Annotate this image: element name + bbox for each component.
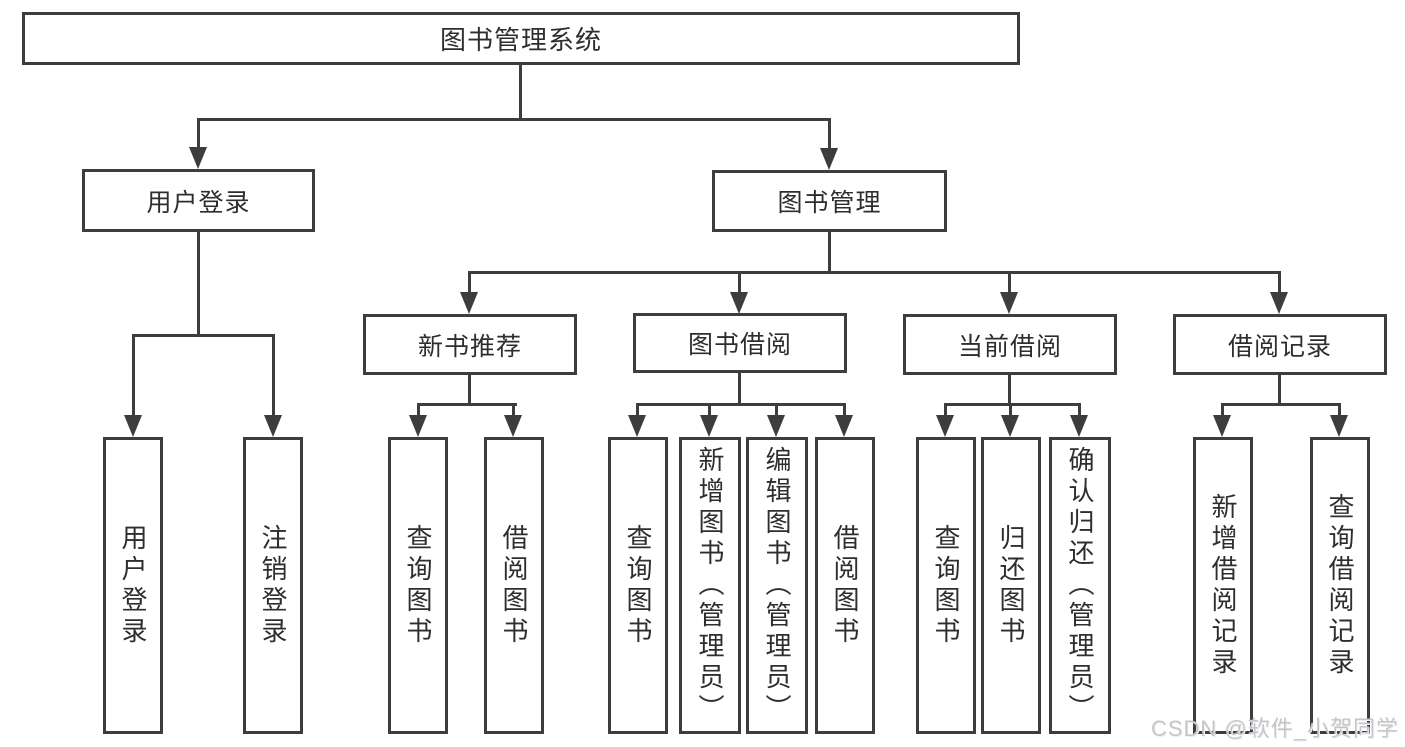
connector-vline — [1278, 375, 1281, 405]
leaf-add-books-admin: 新增图书（管理员） — [679, 437, 741, 734]
connector-hline — [1221, 403, 1341, 406]
connector-arrowhead — [124, 415, 142, 437]
connector-hline — [417, 403, 517, 406]
leaf-query-books-recommend: 查询图书 — [388, 437, 448, 734]
connector-vline — [944, 403, 947, 416]
node-user-login: 用户登录 — [82, 169, 315, 232]
connector-arrowhead — [1270, 292, 1288, 314]
connector-vline — [708, 403, 711, 416]
leaf-add-borrow-record: 新增借阅记录 — [1193, 437, 1253, 734]
connector-vline — [1338, 403, 1341, 416]
connector-arrowhead — [409, 415, 427, 437]
leaf-query-books-borrowing: 查询图书 — [608, 437, 668, 734]
connector-arrowhead — [628, 415, 646, 437]
connector-arrowhead — [1213, 415, 1231, 437]
node-book-borrowing: 图书借阅 — [633, 313, 847, 373]
connector-vline — [738, 271, 741, 293]
leaf-user-login: 用户登录 — [103, 437, 163, 734]
connector-vline — [468, 375, 471, 405]
node-book-management: 图书管理 — [712, 170, 947, 232]
leaf-logout: 注销登录 — [243, 437, 303, 734]
connector-arrowhead — [936, 415, 954, 437]
connector-vline — [828, 118, 831, 148]
connector-vline — [775, 403, 778, 416]
connector-arrowhead — [767, 415, 785, 437]
connector-vline — [738, 373, 741, 405]
connector-vline — [132, 334, 135, 416]
connector-vline — [468, 271, 471, 293]
connector-arrowhead — [1001, 415, 1019, 437]
connector-arrowhead — [1330, 415, 1348, 437]
connector-vline — [197, 232, 200, 337]
connector-arrowhead — [700, 415, 718, 437]
connector-arrowhead — [835, 415, 853, 437]
connector-arrowhead — [460, 292, 478, 314]
connector-arrowhead — [1000, 292, 1018, 314]
connector-arrowhead — [504, 415, 522, 437]
leaf-borrow-books-recommend: 借阅图书 — [484, 437, 544, 734]
leaf-confirm-return-admin: 确认归还（管理员） — [1049, 437, 1111, 734]
connector-arrowhead — [264, 415, 282, 437]
connector-vline — [828, 232, 831, 274]
connector-hline — [944, 403, 1081, 406]
connector-vline — [636, 403, 639, 416]
connector-hline — [197, 118, 831, 121]
connector-vline — [519, 65, 522, 120]
node-new-book-recommendation: 新书推荐 — [363, 314, 577, 375]
leaf-query-books-current: 查询图书 — [916, 437, 976, 734]
connector-hline — [468, 271, 1281, 274]
connector-vline — [272, 334, 275, 416]
node-library-management-system: 图书管理系统 — [22, 12, 1020, 65]
connector-vline — [1008, 375, 1011, 405]
connector-hline — [132, 334, 275, 337]
connector-arrowhead — [730, 292, 748, 314]
connector-vline — [512, 403, 515, 416]
connector-hline — [636, 403, 846, 406]
csdn-watermark: CSDN @软件_小贺同学 — [1150, 716, 1399, 741]
connector-vline — [843, 403, 846, 416]
leaf-return-books: 归还图书 — [981, 437, 1041, 734]
node-current-borrowing: 当前借阅 — [903, 314, 1117, 375]
connector-vline — [197, 118, 200, 148]
node-borrowing-records: 借阅记录 — [1173, 314, 1387, 375]
connector-vline — [1221, 403, 1224, 416]
connector-vline — [1078, 403, 1081, 416]
connector-vline — [417, 403, 420, 416]
leaf-query-borrow-record: 查询借阅记录 — [1310, 437, 1370, 734]
connector-arrowhead — [820, 148, 838, 170]
connector-arrowhead — [189, 147, 207, 169]
leaf-borrow-books-borrowing: 借阅图书 — [815, 437, 875, 734]
leaf-edit-books-admin: 编辑图书（管理员） — [746, 437, 808, 734]
connector-vline — [1009, 403, 1012, 416]
connector-arrowhead — [1070, 415, 1088, 437]
connector-vline — [1278, 271, 1281, 293]
connector-vline — [1008, 271, 1011, 293]
